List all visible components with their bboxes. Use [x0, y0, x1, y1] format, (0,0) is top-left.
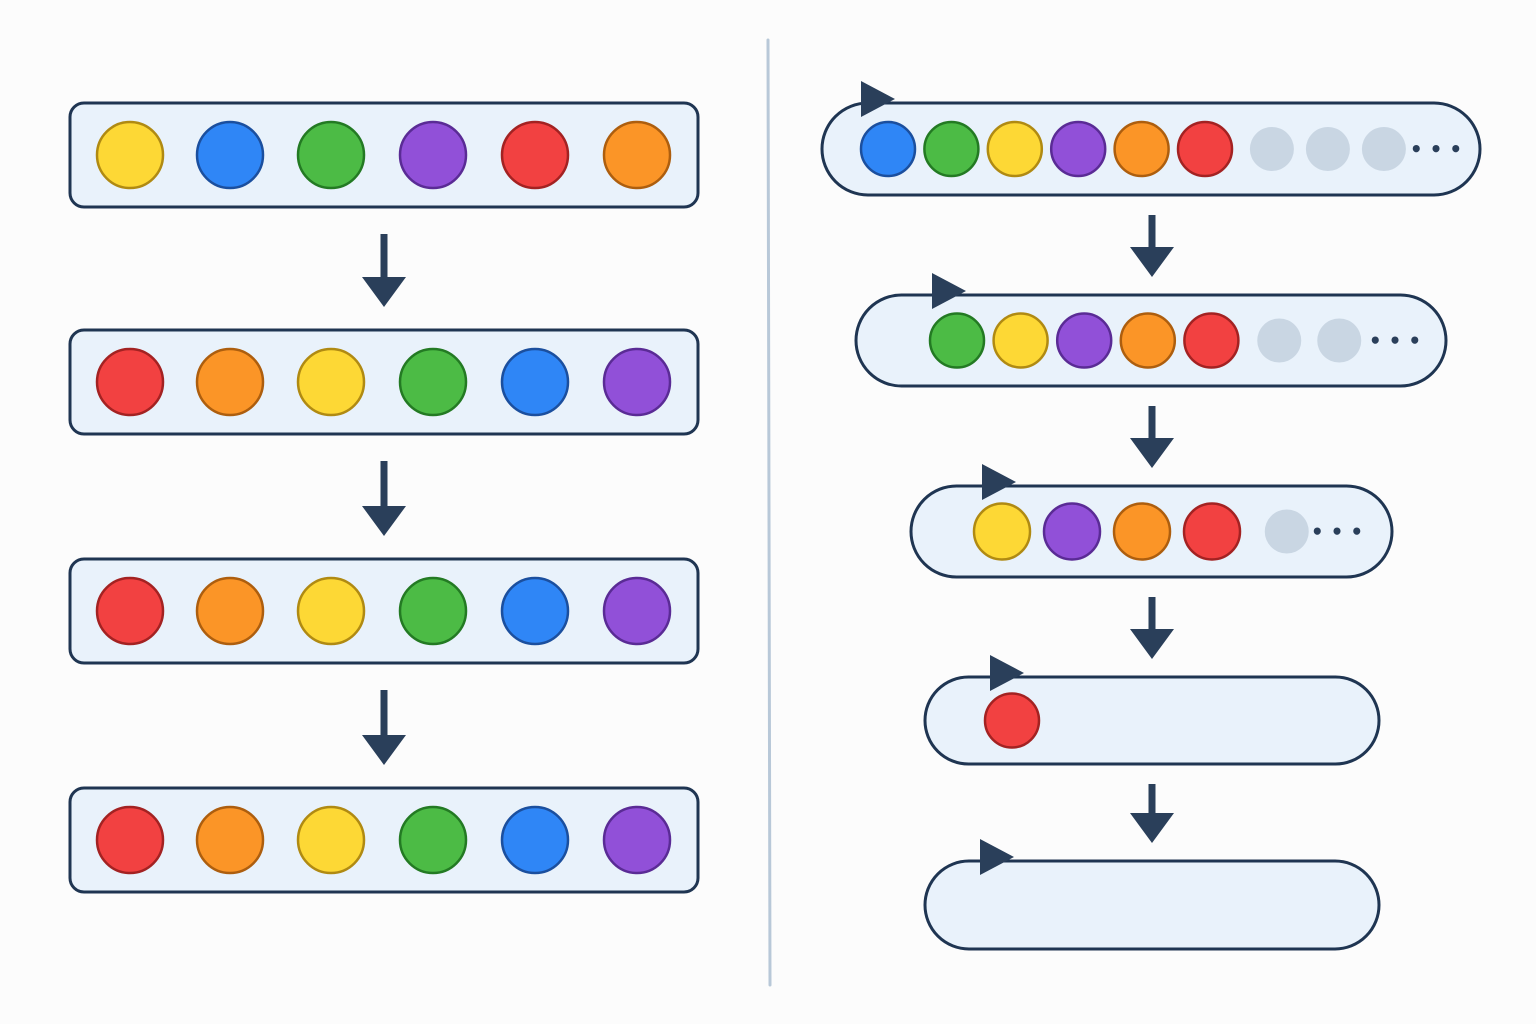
left-panel [68, 101, 700, 894]
red-ball [95, 576, 165, 646]
pointer-arrow-icon [932, 273, 966, 309]
purple-ball [1055, 312, 1113, 369]
empty-slot [1257, 318, 1302, 363]
green-ball [928, 312, 986, 369]
purple-ball [1042, 502, 1102, 561]
right-row-1: • • • [820, 81, 1482, 197]
pointer-arrow-icon [990, 655, 1024, 691]
blue-ball [500, 576, 570, 646]
right-row-3: • • • [909, 464, 1394, 579]
left-row-2 [68, 328, 700, 436]
yellow-ball [95, 120, 165, 190]
red-ball [95, 805, 165, 875]
yellow-ball [296, 347, 366, 417]
blue-ball [859, 120, 917, 178]
red-ball [1176, 120, 1234, 178]
yellow-ball [296, 576, 366, 646]
ellipsis: • • • [1311, 520, 1363, 544]
right-row-4 [923, 655, 1381, 766]
green-ball [296, 120, 366, 190]
blue-ball [500, 805, 570, 875]
red-ball [1183, 312, 1240, 369]
empty-slot [1249, 127, 1294, 171]
orange-ball [195, 805, 265, 875]
empty-slot [1361, 127, 1406, 171]
down-arrow [1130, 597, 1174, 659]
orange-ball [195, 347, 265, 417]
red-ball [1182, 502, 1242, 561]
queue-container [923, 859, 1381, 951]
red-ball [95, 347, 165, 417]
orange-ball [1113, 120, 1170, 178]
green-ball [398, 805, 468, 875]
queue-container [923, 675, 1381, 766]
right-row-5 [923, 839, 1381, 951]
down-arrow [1130, 215, 1174, 277]
left-row-1 [68, 101, 700, 209]
orange-ball [602, 120, 672, 190]
green-ball [923, 120, 980, 178]
yellow-ball [296, 805, 366, 875]
yellow-ball [992, 312, 1049, 369]
pointer-arrow-icon [861, 81, 895, 117]
empty-slot [1264, 509, 1309, 554]
purple-ball [398, 120, 468, 190]
blue-ball [195, 120, 265, 190]
left-row-4 [68, 786, 700, 894]
empty-slot [1317, 318, 1362, 363]
down-arrow [362, 461, 406, 536]
pointer-arrow-icon [982, 464, 1016, 500]
red-ball [500, 120, 570, 190]
down-arrow [1130, 784, 1174, 843]
blue-ball [500, 347, 570, 417]
purple-ball [1049, 120, 1107, 178]
ellipsis: • • • [1410, 137, 1462, 161]
orange-ball [195, 576, 265, 646]
ellipsis: • • • [1369, 329, 1421, 353]
orange-ball [1119, 312, 1177, 369]
right-row-2: • • • [854, 273, 1448, 388]
green-ball [398, 347, 468, 417]
empty-slot [1305, 127, 1350, 171]
green-ball [398, 576, 468, 646]
yellow-ball [972, 502, 1032, 561]
orange-ball [1112, 502, 1172, 561]
down-arrow [362, 690, 406, 765]
purple-ball [602, 347, 672, 417]
pointer-arrow-icon [980, 839, 1014, 875]
left-row-3 [68, 557, 700, 665]
yellow-ball [986, 120, 1044, 178]
right-panel: • • • • • • • • • [820, 81, 1482, 951]
purple-ball [602, 805, 672, 875]
red-ball [983, 692, 1041, 749]
panel-divider [766, 38, 772, 987]
purple-ball [602, 576, 672, 646]
down-arrow [1130, 406, 1174, 468]
down-arrow [362, 234, 406, 307]
